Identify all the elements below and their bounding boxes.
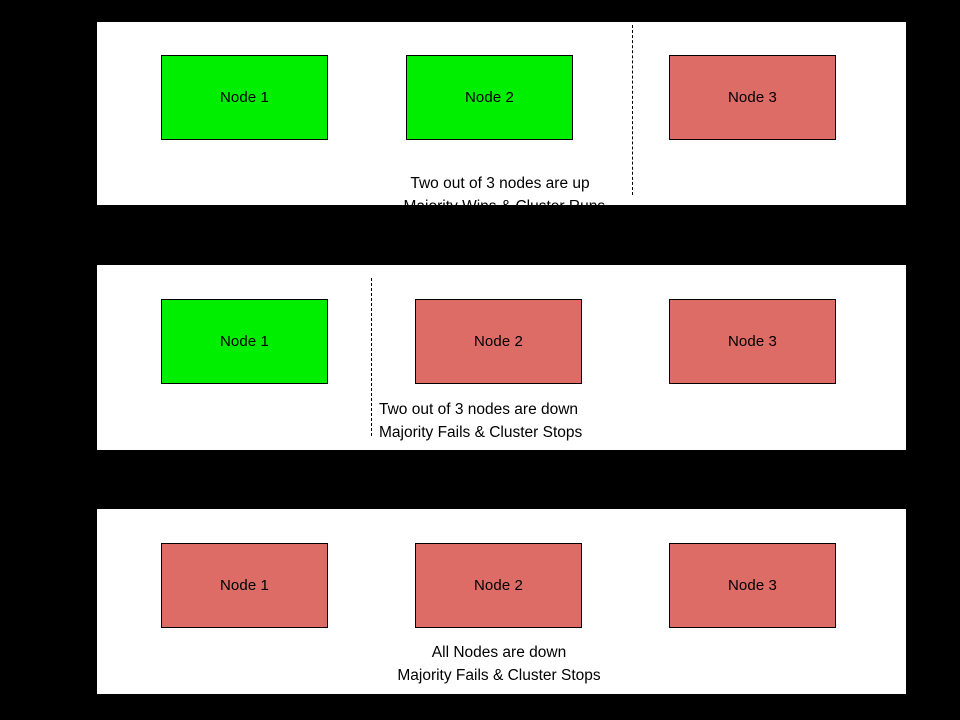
caption-line-1: Two out of 3 nodes are up bbox=[410, 175, 590, 192]
node-label: Node 1 bbox=[220, 577, 269, 594]
node-label: Node 3 bbox=[728, 577, 777, 594]
node-box-3[interactable]: Node 3 bbox=[669, 299, 836, 384]
node-box-1[interactable]: Node 1 bbox=[161, 55, 328, 140]
caption-line-1: Two out of 3 nodes are down bbox=[379, 401, 579, 418]
node-label: Node 1 bbox=[220, 333, 269, 350]
panel-caption: All Nodes are down Majority Fails & Clus… bbox=[349, 641, 649, 687]
node-label: Node 2 bbox=[474, 333, 523, 350]
quorum-divider bbox=[371, 278, 372, 436]
node-label: Node 3 bbox=[728, 89, 777, 106]
panel-caption: Two out of 3 nodes are up , Majority Win… bbox=[350, 172, 650, 205]
node-box-3[interactable]: Node 3 bbox=[669, 543, 836, 628]
node-label: Node 3 bbox=[728, 333, 777, 350]
node-box-3[interactable]: Node 3 bbox=[669, 55, 836, 140]
node-box-2[interactable]: Node 2 bbox=[415, 299, 582, 384]
caption-line-1: All Nodes are down bbox=[431, 644, 567, 661]
caption-line-2: , Majority Wins & Cluster Runs bbox=[350, 195, 650, 205]
panel-caption: Two out of 3 nodes are down Majority Fai… bbox=[379, 398, 779, 444]
panel-all-down: Node 1 Node 2 Node 3 All Nodes are down … bbox=[97, 509, 906, 694]
node-box-1[interactable]: Node 1 bbox=[161, 299, 328, 384]
caption-line-2: Majority Fails & Cluster Stops bbox=[379, 424, 583, 441]
quorum-divider bbox=[632, 25, 633, 195]
node-box-2[interactable]: Node 2 bbox=[406, 55, 573, 140]
node-label: Node 1 bbox=[220, 89, 269, 106]
node-box-1[interactable]: Node 1 bbox=[161, 543, 328, 628]
panel-majority-down: Node 1 Node 2 Node 3 Two out of 3 nodes … bbox=[97, 265, 906, 450]
caption-line-2: Majority Fails & Cluster Stops bbox=[397, 667, 601, 684]
node-box-2[interactable]: Node 2 bbox=[415, 543, 582, 628]
node-label: Node 2 bbox=[474, 577, 523, 594]
panel-majority-up: Node 1 Node 2 Node 3 Two out of 3 nodes … bbox=[97, 22, 906, 205]
node-label: Node 2 bbox=[465, 89, 514, 106]
